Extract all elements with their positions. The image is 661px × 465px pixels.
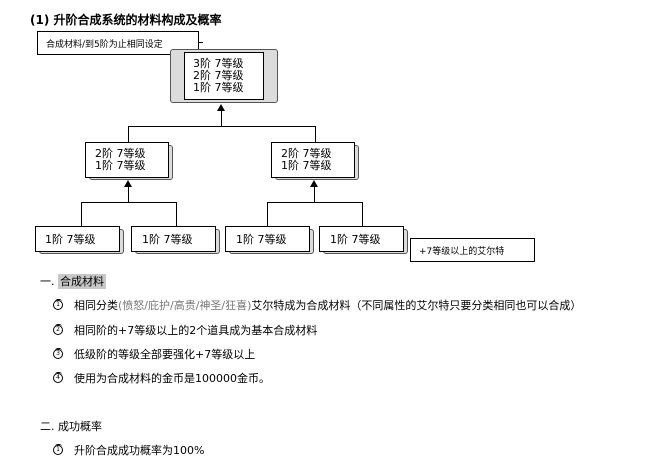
circled-number-icon: 1 <box>53 299 63 310</box>
section-1-title: 合成材料 <box>58 274 106 289</box>
page-heading: (1) 升阶合成系统的材料构成及概率 <box>30 13 222 27</box>
connector-mid-left-drop-b <box>176 202 177 226</box>
arrow-to-mid-right <box>310 180 318 187</box>
section-1-heading: 一. 合成材料 <box>40 273 106 289</box>
connector-mid-left-bar <box>81 202 176 203</box>
section-2-heading: 二. 成功概率 <box>40 418 102 434</box>
mid-right-line-1: 2阶 7等级 <box>281 147 332 160</box>
mid-left-line-1: 2阶 7等级 <box>95 147 146 160</box>
tree-mid-left-node: 2阶 7等级 1阶 7等级 <box>85 142 173 180</box>
section-1-item-4-text: 使用为合成材料的金币是100000金币。 <box>74 372 270 385</box>
connector-mid-left-drop-a <box>81 202 82 226</box>
tree-leaf-3: 1阶 7等级 <box>225 226 314 254</box>
circled-number-icon: 4 <box>53 372 63 383</box>
section-2-number: 二. <box>40 420 55 433</box>
connector-root-bar <box>128 126 315 127</box>
tree-leaf-1: 1阶 7等级 <box>35 226 124 254</box>
root-line-3: 1阶 7等级 <box>193 81 244 94</box>
connector-mid-right-bar <box>267 202 362 203</box>
connector-mid-right-drop-a <box>267 202 268 226</box>
root-line-2: 2阶 7等级 <box>193 69 244 82</box>
section-1-item-1: 1 相同分类(愤怒/庇护/高贵/神圣/狂喜)艾尔特成为合成材料（不同属性的艾尔特… <box>53 297 581 313</box>
connector-root-left-drop <box>128 126 129 143</box>
section-2-item-1: 1 升阶合成成功概率为100% <box>53 442 204 458</box>
section-1-item-1-prefix: 相同分类 <box>74 299 118 312</box>
tree-root-node: 3阶 7等级 2阶 7等级 1阶 7等级 <box>170 49 278 104</box>
section-1-item-1-paren: (愤怒/庇护/高贵/神圣/狂喜) <box>118 299 252 312</box>
section-1-item-2-text: 相同阶的+7等级以上的2个道具成为基本合成材料 <box>74 324 318 337</box>
callout-tick <box>199 42 203 43</box>
tree-leaf-2: 1阶 7等级 <box>131 226 220 254</box>
connector-root-right-drop <box>315 126 316 143</box>
circled-number-icon: 3 <box>53 348 63 359</box>
section-1-item-3: 3 低级阶的等级全部要强化+7等级以上 <box>53 346 255 362</box>
section-1-number: 一. <box>40 275 55 288</box>
connector-root-stem <box>221 110 222 126</box>
leaf-4-label: 1阶 7等级 <box>330 233 381 246</box>
section-2-title: 成功概率 <box>58 420 102 433</box>
tree-mid-right-node: 2阶 7等级 1阶 7等级 <box>271 142 359 180</box>
arrow-to-mid-left <box>124 180 132 187</box>
tree-leaf-4: 1阶 7等级 <box>319 226 408 254</box>
section-1-item-2: 2 相同阶的+7等级以上的2个道具成为基本合成材料 <box>53 322 317 338</box>
callout-plus7-elts: +7等级以上的艾尔特 <box>410 238 535 262</box>
section-1-item-3-text: 低级阶的等级全部要强化+7等级以上 <box>74 348 256 361</box>
section-2-item-1-text: 升阶合成成功概率为100% <box>74 444 205 457</box>
section-1-item-4: 4 使用为合成材料的金币是100000金币。 <box>53 370 270 386</box>
connector-mid-left-stem <box>128 186 129 202</box>
circled-number-icon: 1 <box>53 444 63 455</box>
connector-mid-right-stem <box>314 186 315 202</box>
callout-plus7-elts-text: +7等级以上的艾尔特 <box>419 246 505 257</box>
section-1-item-1-suffix: 艾尔特成为合成材料（不同属性的艾尔特只要分类相同也可以合成） <box>251 299 582 312</box>
arrow-to-root <box>217 104 225 111</box>
leaf-3-label: 1阶 7等级 <box>236 233 287 246</box>
circled-number-icon: 2 <box>53 324 63 335</box>
callout-same-setting-text: 合成材料/到5阶为止相同设定 <box>46 39 163 50</box>
connector-mid-right-drop-b <box>362 202 363 226</box>
callout-same-setting: 合成材料/到5阶为止相同设定 <box>37 31 199 55</box>
leaf-1-label: 1阶 7等级 <box>45 233 96 246</box>
mid-left-line-2: 1阶 7等级 <box>95 159 146 172</box>
mid-right-line-2: 1阶 7等级 <box>281 159 332 172</box>
root-line-1: 3阶 7等级 <box>193 57 244 70</box>
leaf-2-label: 1阶 7等级 <box>142 233 193 246</box>
